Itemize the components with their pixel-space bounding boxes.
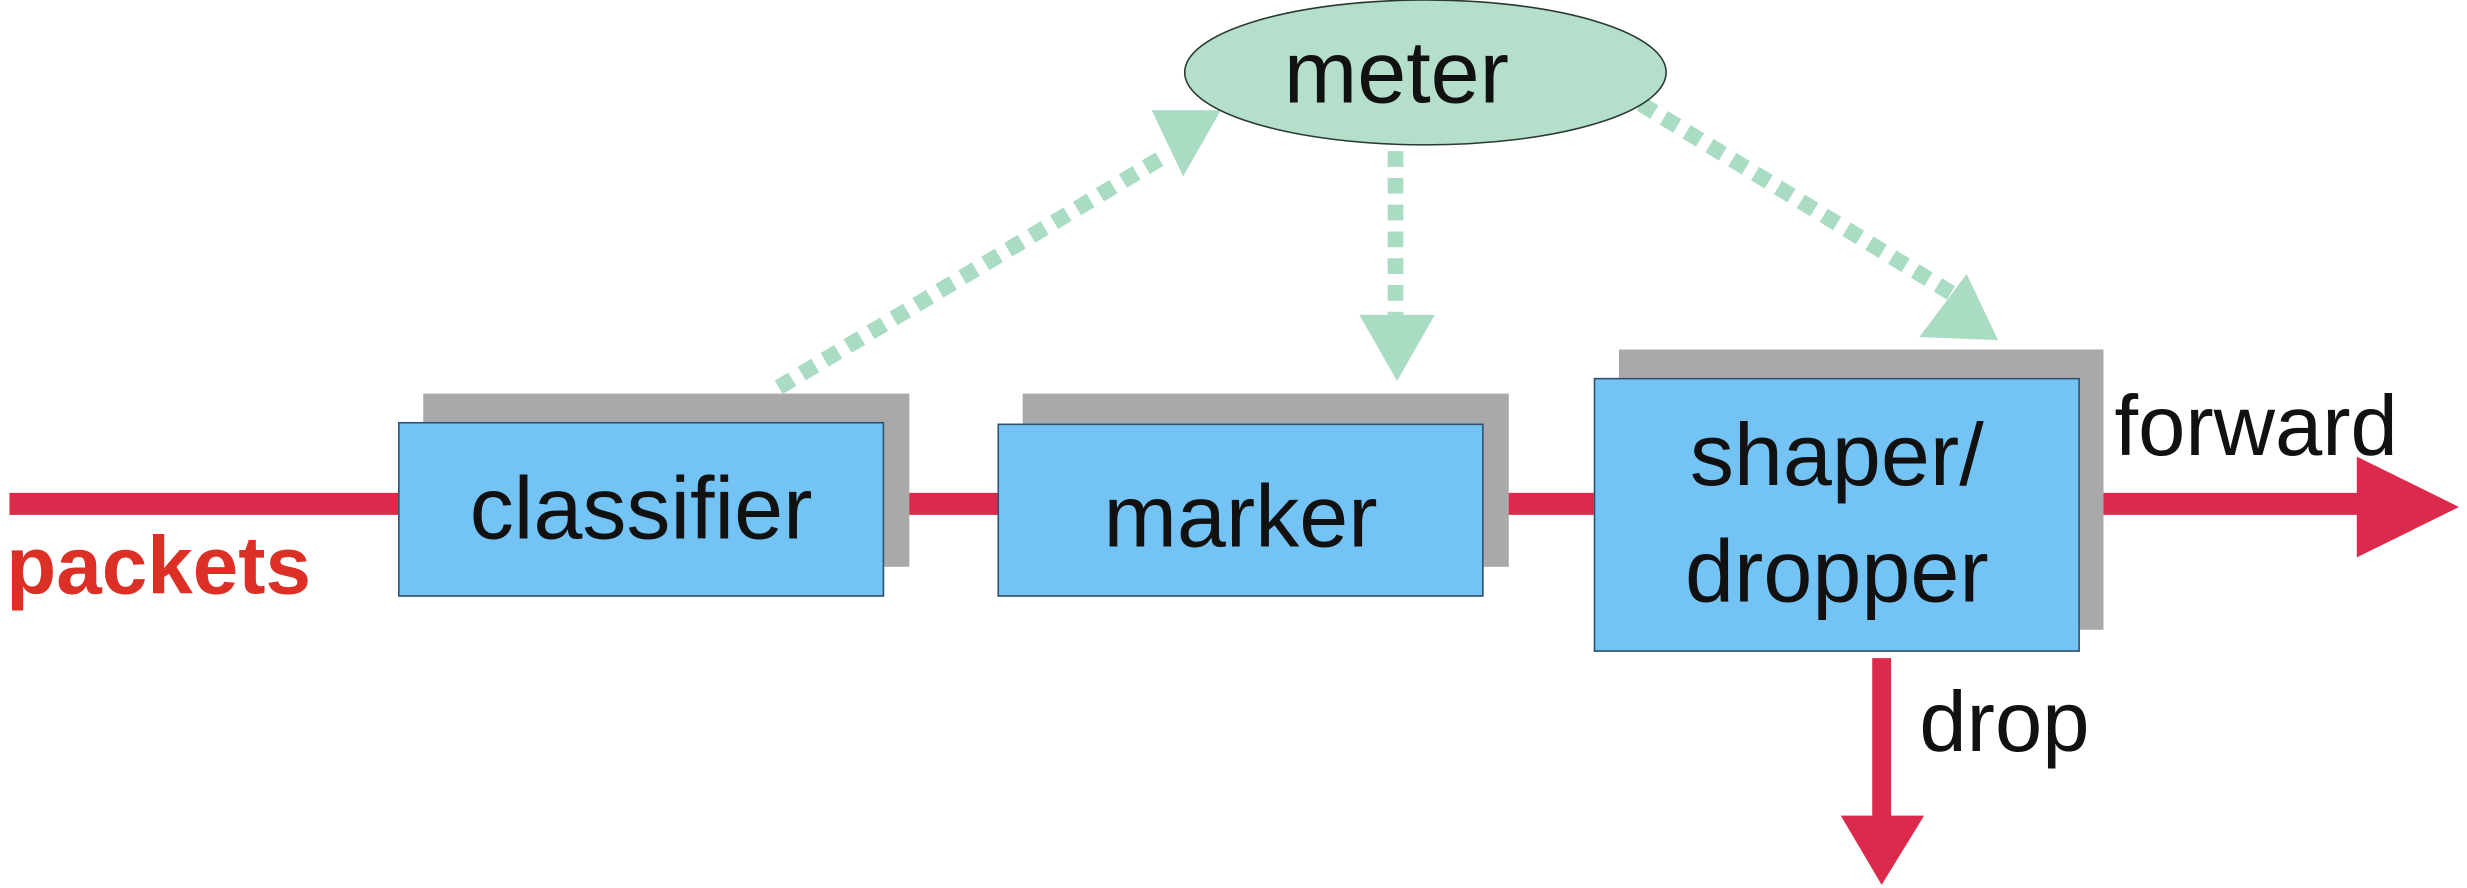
classifier-box: classifier [398,421,885,597]
meter-to-shaper-arrowhead [1919,273,1999,341]
shaper-label: shaper/ [1689,404,1984,504]
classifier-to-meter-arrowhead [1151,110,1221,177]
meter-to-marker-arrowhead [1359,314,1435,382]
dropper-label: dropper [1684,521,1989,621]
drop-arrowhead [1840,815,1925,885]
classifier-to-meter-arrow [774,147,1172,395]
marker-box: marker [997,423,1484,597]
meter-label: meter [1283,22,1510,122]
meter-node [1183,0,1667,146]
shaper-dropper-box: shaper/ dropper [1593,377,2080,652]
meter-to-shaper-arrow [1636,97,1955,300]
packets-label: packets [6,521,312,613]
drop-label: drop [1919,675,2090,770]
forward-arrowhead [2356,456,2460,558]
forward-label: forward [2114,379,2398,474]
classifier-label: classifier [469,458,813,558]
marker-label: marker [1103,466,1378,566]
